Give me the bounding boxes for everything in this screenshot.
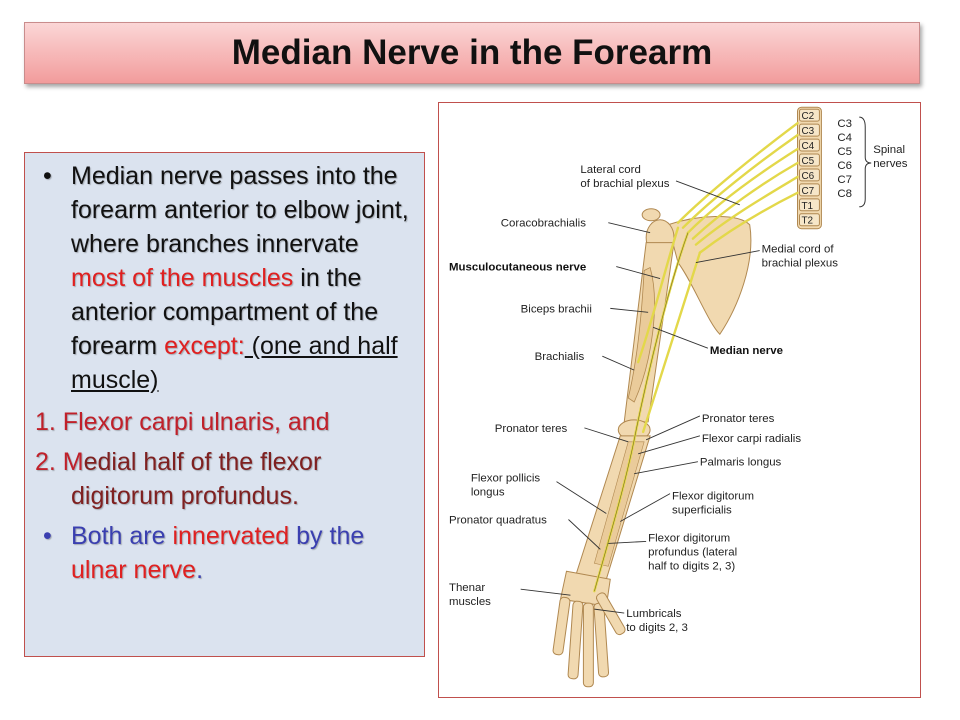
label-flexor-carpi-radialis: Flexor carpi radialis <box>702 433 801 445</box>
root-label-c5: C5 <box>837 146 852 158</box>
bullet-ulnar-nerve: ulnar nerve <box>71 556 197 584</box>
spinal-bracket <box>859 116 872 208</box>
vertebra-c5 <box>799 153 820 167</box>
leader-lines <box>520 180 760 614</box>
except-label: except: <box>164 332 245 360</box>
label-biceps: Biceps brachii <box>521 303 592 315</box>
label-medial-cord-2: brachial plexus <box>762 258 839 270</box>
vertebra-c3 <box>799 123 820 137</box>
root-label-c3: C3 <box>837 118 852 130</box>
text-panel: • Median nerve passes into the forearm a… <box>24 152 425 657</box>
numbered-item-2-initial: M <box>62 448 84 476</box>
label-fdp-3: half to digits 2, 3) <box>648 560 735 572</box>
root-label-c6: C6 <box>837 160 852 172</box>
numbered-item-1: 1. Flexor carpi ulnaris, and <box>35 405 414 439</box>
vertebra-label-c7: C7 <box>801 186 814 197</box>
bullet-main-text-a: Median nerve passes into the forearm ant… <box>71 162 409 258</box>
label-lumbricals-2: to digits 2, 3 <box>626 622 688 634</box>
vertebra-label-c5: C5 <box>801 156 814 167</box>
bullet-ulnar-text-a: Both are <box>71 522 173 550</box>
bullet-main-highlight: most of the muscles <box>71 264 294 292</box>
label-coracobrachialis: Coracobrachialis <box>501 218 586 230</box>
title-bar: Median Nerve in the Forearm <box>24 22 920 84</box>
label-brachialis: Brachialis <box>535 351 585 363</box>
numbered-item-2: 2. Medial half of the flexor digitorum p… <box>35 445 414 513</box>
vertebra-label-c6: C6 <box>801 171 814 182</box>
label-median-nerve: Median nerve <box>710 345 783 357</box>
bullet-ulnar-text-c: . <box>196 556 204 584</box>
label-pronator-teres-left: Pronator teres <box>495 423 568 435</box>
label-fds-2: superficialis <box>672 505 732 517</box>
label-musculocutaneous: Musculocutaneous nerve <box>449 262 586 274</box>
vertebra-label-c3: C3 <box>801 126 814 137</box>
root-label-c7: C7 <box>837 174 852 186</box>
bullet-main-text-b: in the anterior compartment of the forea… <box>71 264 379 360</box>
numbered-item-2-text: edial half of the flexor digitorum profu… <box>71 448 322 510</box>
label-pronator-quadratus: Pronator quadratus <box>449 514 547 526</box>
label-lateral-cord-1: Lateral cord <box>580 164 640 176</box>
exception-note: (one and half muscle) <box>71 332 398 394</box>
numbered-item-1-text: 1. Flexor carpi ulnaris, and <box>35 408 330 436</box>
root-label-c4: C4 <box>837 132 852 144</box>
label-lateral-cord-2: of brachial plexus <box>580 178 669 190</box>
label-thenar-1: Thenar <box>449 582 485 594</box>
nerve-outlines <box>594 232 689 592</box>
numbered-item-2-prefix: 2. <box>35 448 63 476</box>
slide-title: Median Nerve in the Forearm <box>231 33 713 72</box>
label-palmaris-longus: Palmaris longus <box>700 457 782 469</box>
vertebra-label-t2: T2 <box>801 216 813 227</box>
vertebra-label-c2: C2 <box>801 111 814 122</box>
bullet-ulnar: • Both are innervated by the ulnar nerve… <box>35 519 414 587</box>
label-fdp-2: profundus (lateral <box>648 546 737 558</box>
label-fdp-1: Flexor digitorum <box>648 532 730 544</box>
label-fds-1: Flexor digitorum <box>672 491 754 503</box>
label-thenar-2: muscles <box>449 596 491 608</box>
vertebra-c2 <box>799 108 820 122</box>
root-label-c8: C8 <box>837 188 852 200</box>
vertebra-c6 <box>799 168 820 182</box>
vertebra-label-t1: T1 <box>801 201 813 212</box>
vertebra-t1 <box>799 198 820 212</box>
bullet-dot: • <box>43 162 52 190</box>
hand <box>552 570 626 688</box>
bullet-ulnar-text-b: by the <box>289 522 365 550</box>
coracoid <box>641 208 661 222</box>
vertebra-label-c4: C4 <box>801 141 814 152</box>
vertebra-c4 <box>799 138 820 152</box>
vertebra-c7 <box>799 183 820 197</box>
label-fpl-2: longus <box>471 487 505 499</box>
spinal-nerves-label-1: Spinal <box>873 144 905 156</box>
spinal-nerves-label-2: nerves <box>873 158 908 170</box>
label-fpl-1: Flexor pollicis <box>471 473 541 485</box>
vertebral-column <box>797 106 822 230</box>
bullet-dot: • <box>43 522 52 550</box>
label-lumbricals-1: Lumbricals <box>626 608 682 620</box>
bullet-main: • Median nerve passes into the forearm a… <box>35 159 414 397</box>
bullet-ulnar-highlight: innervated <box>172 522 290 550</box>
vertebra-t2 <box>799 213 820 227</box>
label-medial-cord-1: Medial cord of <box>762 244 835 256</box>
label-pronator-teres-right: Pronator teres <box>702 413 775 425</box>
